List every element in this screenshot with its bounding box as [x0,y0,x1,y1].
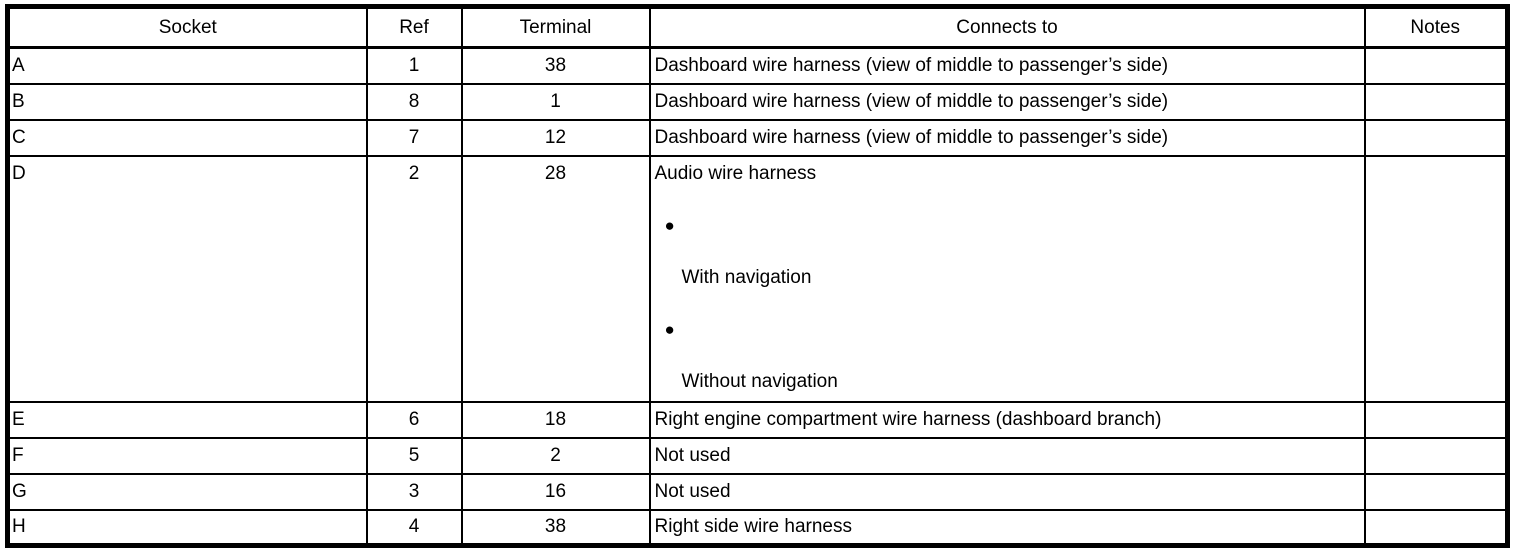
table-row: H 4 38 Right side wire harness [6,508,1509,547]
connects-to-cell: Not used [648,472,1366,511]
notes-cell [1363,400,1509,439]
notes-cell [1363,118,1509,157]
table-row: D 2 28 Audio wire harness ● With navigat… [6,154,1509,403]
notes-cell [1363,46,1509,85]
socket-cell: C [6,118,368,157]
notes-cell [1363,436,1509,475]
col-header-notes: Notes [1363,5,1509,49]
connector-pinout-table: Socket Ref Terminal Connects to Notes A … [5,4,1510,548]
socket-cell: D [6,154,368,403]
socket-cell: H [6,508,368,547]
table-row: A 1 38 Dashboard wire harness (view of m… [6,46,1509,85]
bullet-option-label: Without navigation [681,370,838,392]
table-row: B 8 1 Dashboard wire harness (view of mi… [6,82,1509,121]
bullet-icon: ● [664,319,675,339]
table-row: E 6 18 Right engine compartment wire har… [6,400,1509,439]
table-row: F 5 2 Not used [6,436,1509,475]
socket-cell: B [6,82,368,121]
table-row: G 3 16 Not used [6,472,1509,511]
connects-to-cell: Right side wire harness [648,508,1366,547]
terminal-cell: 1 [460,82,651,121]
socket-cell: E [6,400,368,439]
connects-to-cell: Not used [648,436,1366,475]
bullet-icon: ● [664,215,675,235]
terminal-cell: 38 [460,508,651,547]
ref-cell: 8 [365,82,463,121]
terminal-cell: 18 [460,400,651,439]
notes-cell [1363,154,1509,403]
socket-cell: A [6,46,368,85]
notes-cell [1363,508,1509,547]
notes-cell [1363,472,1509,511]
ref-cell: 2 [365,154,463,403]
notes-cell [1363,82,1509,121]
col-header-connects: Connects to [648,5,1366,49]
socket-cell: F [6,436,368,475]
connects-to-cell: Dashboard wire harness (view of middle t… [648,82,1366,121]
terminal-cell: 12 [460,118,651,157]
header-row: Socket Ref Terminal Connects to Notes [6,5,1509,49]
connects-to-cell: Right engine compartment wire harness (d… [648,400,1366,439]
socket-cell: G [6,472,368,511]
terminal-cell: 16 [460,472,651,511]
terminal-cell: 2 [460,436,651,475]
ref-cell: 7 [365,118,463,157]
connects-to-cell: Audio wire harness ● With navigation ● W… [648,154,1366,403]
col-header-terminal: Terminal [460,5,651,49]
ref-cell: 3 [365,472,463,511]
connects-to-text: Audio wire harness [654,162,817,184]
connects-to-cell: Dashboard wire harness (view of middle t… [648,118,1366,157]
ref-cell: 4 [365,508,463,547]
ref-cell: 5 [365,436,463,475]
terminal-cell: 38 [460,46,651,85]
ref-cell: 6 [365,400,463,439]
connects-to-cell: Dashboard wire harness (view of middle t… [648,46,1366,85]
col-header-ref: Ref [365,5,463,49]
table-row: C 7 12 Dashboard wire harness (view of m… [6,118,1509,157]
ref-cell: 1 [365,46,463,85]
col-header-socket: Socket [6,5,368,49]
bullet-option-label: With navigation [681,266,812,288]
terminal-cell: 28 [460,154,651,403]
